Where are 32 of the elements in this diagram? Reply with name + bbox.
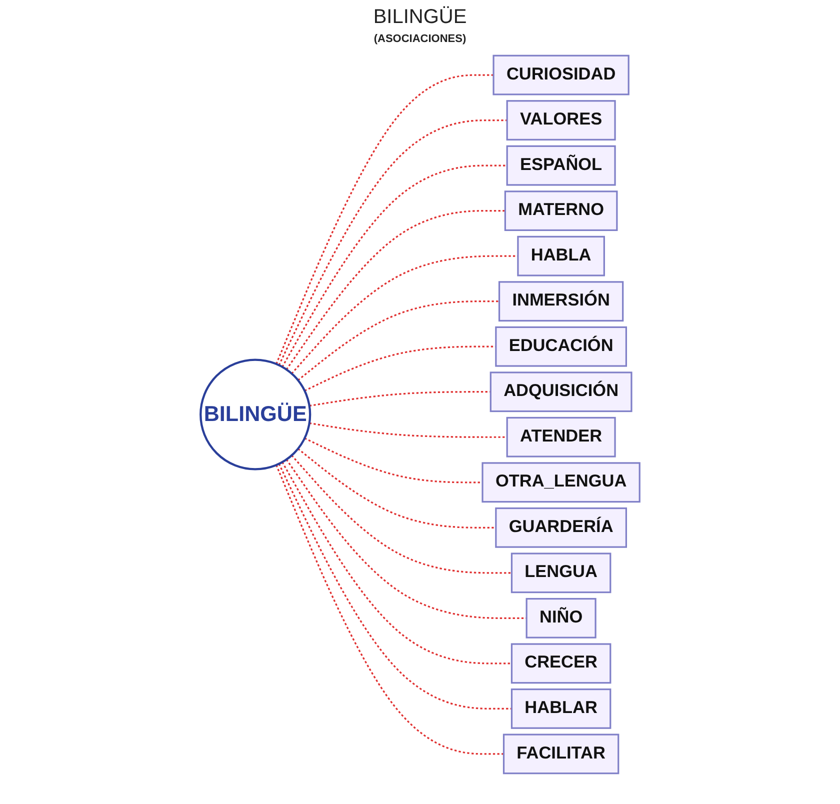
connector — [297, 300, 500, 381]
node-box: ADQUISICIÓN — [490, 372, 632, 412]
connector — [304, 346, 496, 392]
node-box: VALORES — [506, 100, 616, 140]
connector — [281, 462, 512, 664]
node-box: ESPAÑOL — [506, 145, 616, 186]
node-box: ATENDER — [506, 416, 616, 458]
node-box: HABLA — [517, 236, 605, 276]
node-box: OTRA_LENGUA — [482, 462, 640, 503]
node-circle: BILINGÜE — [199, 358, 312, 470]
connector — [291, 454, 512, 574]
node-box: EDUCACIÓN — [494, 326, 627, 367]
node-box: NIÑO — [526, 598, 596, 638]
node-box: HABLAR — [510, 688, 612, 729]
diagram-title: BILINGÜE — [373, 6, 467, 29]
connector — [281, 164, 507, 368]
node-box: CRECER — [510, 643, 612, 684]
connector — [275, 464, 504, 755]
connector — [291, 255, 518, 374]
connector — [309, 422, 507, 438]
connector — [304, 438, 482, 484]
connector — [286, 210, 506, 370]
node-box: GUARDERÍA — [494, 507, 627, 548]
node-box: MATERNO — [504, 190, 618, 232]
connector — [275, 74, 494, 364]
connector — [286, 459, 526, 619]
node-box: LENGUA — [510, 552, 612, 594]
connector — [297, 448, 496, 528]
node-box: INMERSIÓN — [498, 281, 624, 322]
node-box: FACILITAR — [502, 734, 620, 774]
node-box: CURIOSIDAD — [492, 54, 630, 96]
subtitle-label: (ASOCIACIONES) — [374, 33, 466, 45]
